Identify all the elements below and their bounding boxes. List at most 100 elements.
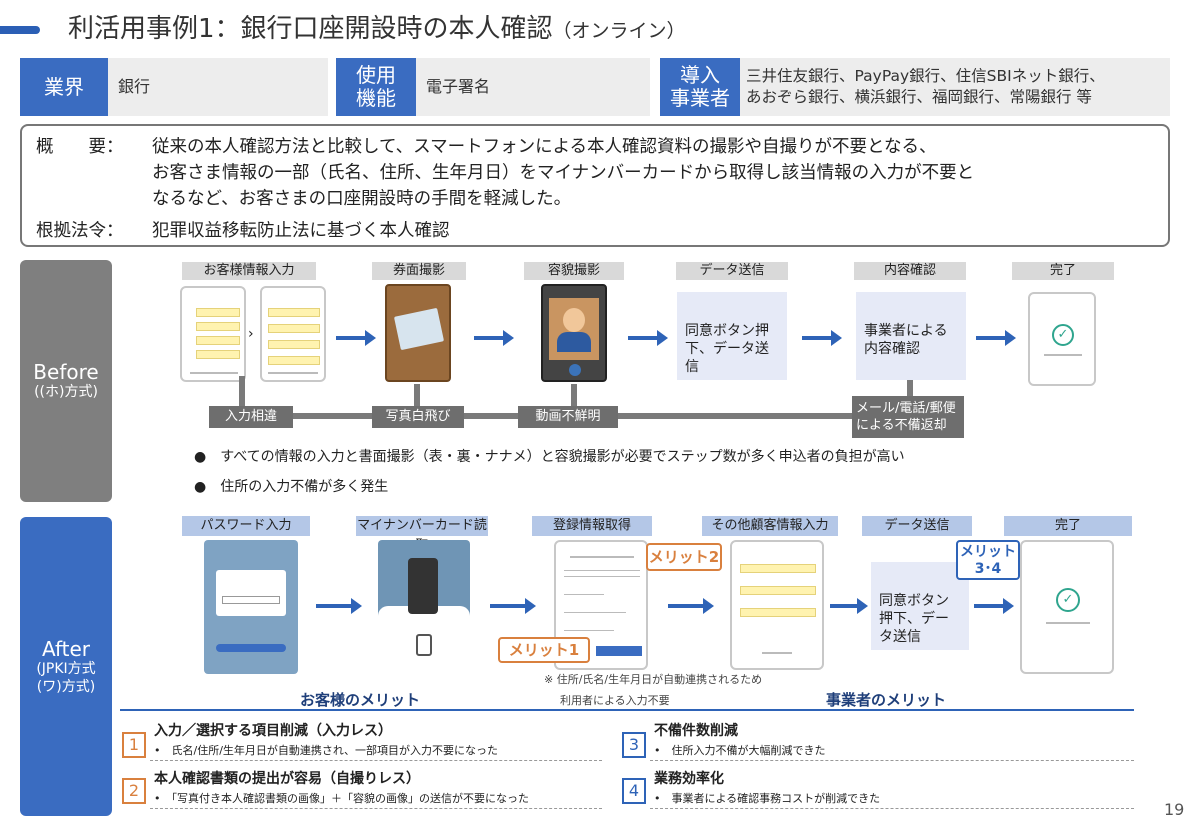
summary-line-1: 従来の本人確認方法と比較して、スマートフォンによる本人確認資料の撮影や自撮りが不… (152, 137, 937, 157)
before-bullet-2: ● 住所の入力不備が多く発生 (194, 479, 389, 495)
merit-number-3: 3 (622, 732, 646, 758)
after-sub-1: (JPKI方式 (36, 661, 96, 677)
after-complete-screen: ✓ (1020, 540, 1114, 674)
merit-34-callout: メリット 3･4 (956, 540, 1020, 580)
customer-merits-heading: お客様のメリット (300, 691, 421, 709)
before-step-6: 完了 (1012, 262, 1114, 280)
before-label-panel: Before ((ホ)方式) (20, 260, 112, 502)
merits-divider (120, 709, 1134, 711)
merit-4-desc: • 事業者による確認事務コストが削減できた (654, 792, 881, 805)
other-info-screen (730, 540, 824, 670)
page-title: 利活用事例1：銀行口座開設時の本人確認（オンライン） (68, 14, 686, 44)
before-bullet-1: ● すべての情報の入力と書面撮影（表・裏・ナナメ）と容貌撮影が必要でステップ数が… (194, 449, 905, 465)
function-value: 電子署名 (416, 58, 650, 116)
before-label: Before (33, 360, 99, 385)
adopters-label: 導入 事業者 (660, 58, 740, 116)
check-icon: ✓ (1052, 324, 1074, 346)
industry-value: 銀行 (108, 58, 328, 116)
input-form-screen-1 (180, 286, 246, 382)
before-step-5: 内容確認 (854, 262, 966, 280)
merit-3-desc: • 住所入力不備が大幅削減できた (654, 744, 826, 757)
after-label-panel: After (JPKI方式 (ワ)方式) (20, 517, 112, 816)
divider (650, 808, 1134, 809)
before-step-3: 容貌撮影 (524, 262, 624, 280)
adopters-line-2: あおぞら銀行、横浜銀行、福岡銀行、常陽銀行 等 (746, 88, 1092, 106)
after-step-1: パスワード入力 (182, 516, 310, 536)
arrow-icon (830, 598, 868, 614)
issue-return: メール/電話/郵便による不備返却 (852, 396, 964, 438)
after-step-2: マイナンバーカード読取 (356, 516, 488, 553)
merit-2-desc: • 「写真付き本人確認書類の画像」＋「容貌の画像」の送信が不要になった (154, 792, 529, 805)
password-field-icon (222, 596, 280, 604)
function-label: 使用 機能 (336, 58, 416, 116)
after-label: After (41, 637, 91, 661)
adopters-line-1: 三井住友銀行、PayPay銀行、住信SBIネット銀行、 (746, 67, 1105, 86)
bullet-icon: ● (194, 479, 207, 495)
chevron-right-icon: › (248, 326, 254, 342)
complete-screen: ✓ (1028, 292, 1096, 386)
page-number: 19 (1164, 800, 1185, 819)
arrow-icon (628, 330, 668, 346)
phone-icon (408, 558, 438, 614)
before-send-box: 同意ボタン押下、データ送信 (677, 292, 787, 380)
issue-input-mismatch: 入力相違 (209, 406, 293, 428)
issue-video-unclear: 動画不鮮明 (518, 406, 618, 428)
arrow-icon (976, 330, 1016, 346)
arrow-icon (490, 598, 536, 614)
merit-1-title: 入力／選択する項目削減（入力レス） (154, 723, 392, 739)
title-accent-bar (0, 26, 40, 34)
merit-1-desc: • 氏名/住所/生年月日が自動連携され、一部項目が入力不要になった (154, 744, 499, 757)
before-step-4: データ送信 (676, 262, 788, 280)
divider (150, 808, 602, 809)
after-send-box: 同意ボタン押下、データ送信 (871, 562, 969, 650)
arrow-icon (474, 330, 514, 346)
card-read-screen (378, 540, 470, 674)
divider (150, 760, 602, 761)
arrow-icon (802, 330, 842, 346)
arrow-icon (336, 330, 376, 346)
merit-1-callout: メリット1 (498, 637, 590, 663)
shutter-button-icon (569, 364, 581, 376)
bullet-icon: ● (194, 449, 207, 465)
after-step-5: データ送信 (862, 516, 972, 536)
arrow-icon (974, 598, 1014, 614)
password-screen (204, 540, 298, 674)
divider (650, 760, 1134, 761)
after-note-2: 利用者による入力不要 (560, 694, 670, 707)
summary-label: 概 要： (36, 137, 124, 157)
overview-box: 概 要： 従来の本人確認方法と比較して、スマートフォンによる本人確認資料の撮影や自… (20, 124, 1170, 247)
after-step-3: 登録情報取得 (532, 516, 652, 536)
adopters-value: 三井住友銀行、PayPay銀行、住信SBIネット銀行、 あおぞら銀行、横浜銀行、… (740, 58, 1170, 116)
after-step-6: 完了 (1004, 516, 1132, 536)
after-sub-2: (ワ)方式) (36, 678, 96, 695)
face-icon (563, 308, 585, 332)
before-sub: ((ホ)方式) (34, 384, 98, 401)
merit-number-2: 2 (122, 778, 146, 804)
summary-line-3: なるなど、お客さまの口座開設時の手間を軽減した。 (152, 189, 572, 209)
input-form-screen-2 (260, 286, 326, 382)
merit-4-title: 業務効率化 (654, 771, 724, 787)
business-merits-heading: 事業者のメリット (826, 691, 947, 709)
merit-2-callout: メリット2 (646, 543, 722, 571)
id-card-icon (393, 307, 445, 351)
arrow-icon (316, 598, 362, 614)
merit-number-1: 1 (122, 732, 146, 758)
issue-photo-whiteout: 写真白飛び (372, 406, 464, 428)
check-icon: ✓ (1056, 588, 1080, 612)
card-photo-screen (385, 284, 451, 382)
industry-label: 業界 (20, 58, 108, 116)
card-icon (416, 634, 432, 656)
arrow-icon (668, 598, 714, 614)
merit-3-title: 不備件数削減 (654, 723, 738, 739)
before-step-1: お客様情報入力 (182, 262, 316, 280)
law-value: 犯罪収益移転防止法に基づく本人確認 (152, 221, 450, 241)
before-step-2: 券面撮影 (372, 262, 466, 280)
merit-number-4: 4 (622, 778, 646, 804)
before-confirm-box: 事業者による内容確認 (856, 292, 966, 380)
after-step-4: その他顧客情報入力 (702, 516, 838, 536)
face-photo-screen (541, 284, 607, 382)
law-label: 根拠法令： (36, 221, 124, 241)
summary-line-2: お客さま情報の一部（氏名、住所、生年月日）をマイナンバーカードから取得し該当情報… (152, 163, 975, 183)
merit-2-title: 本人確認書類の提出が容易（自撮りレス） (154, 771, 420, 787)
after-note-1: ※ 住所/氏名/生年月日が自動連携されるため (544, 673, 763, 686)
